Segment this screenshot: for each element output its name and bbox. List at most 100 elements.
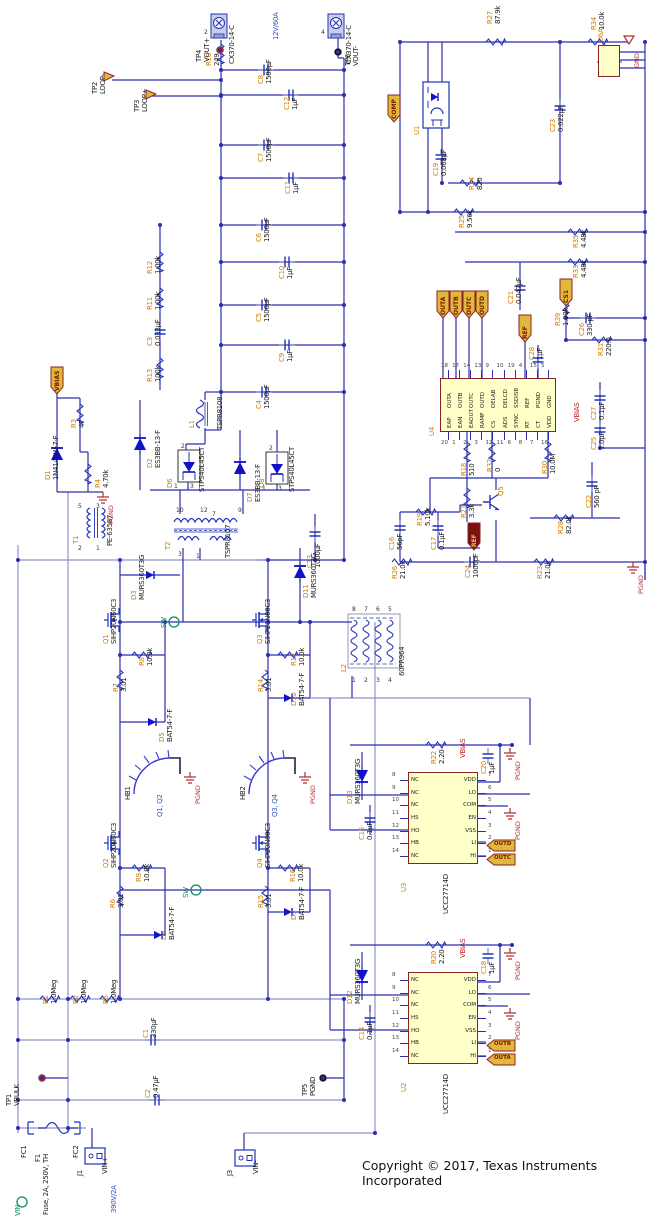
u6a-ref: U6A (597, 28, 605, 42)
u3-body-pin-EN-4: 4 (488, 810, 492, 816)
u2-body-pin-NC-8: 8 (392, 972, 396, 978)
u3-outd-flag[interactable]: OUTD (486, 837, 516, 856)
pgnd-u3-1-symbol[interactable] (503, 747, 517, 760)
outa-flag[interactable]: OUTA (436, 290, 450, 324)
u2-outb-flag-text: OUTB (494, 1040, 512, 1047)
c7-value: 1500µF (265, 137, 273, 163)
bigdiode-symbol[interactable] (233, 457, 247, 479)
c19-ref: C19 (432, 163, 440, 176)
r35-value: 4.48k (580, 229, 588, 248)
pgnd-hb1-symbol[interactable] (183, 771, 197, 784)
pgnd-u3-2-symbol[interactable] (503, 807, 517, 820)
tp2-flag[interactable] (103, 68, 116, 87)
l2-symbol[interactable] (347, 613, 401, 669)
net-sw1-label: SW (160, 617, 168, 628)
u4-ref: U4 (428, 427, 436, 436)
c8-value: 1500µF (265, 59, 273, 85)
u2-outa-flag[interactable]: OUTA (486, 1051, 516, 1070)
u4-body[interactable] (440, 378, 556, 432)
vbias-flag[interactable]: VBIAS (50, 366, 64, 400)
pin-stub (400, 805, 408, 807)
post-symbol[interactable] (327, 13, 345, 39)
u6a-body[interactable] (598, 45, 620, 77)
outc-flag-text: OUTC (465, 296, 473, 315)
r24-ref: R24 (468, 177, 476, 190)
pgnd-ctl-symbol[interactable] (626, 561, 640, 574)
vin-node[interactable] (16, 1196, 28, 1208)
junction-dot (16, 558, 20, 562)
r32-value: 0 (494, 467, 502, 472)
coil-symbol[interactable] (195, 399, 209, 429)
npn-symbol[interactable] (482, 493, 500, 511)
fc1-ref: FC1 (20, 1145, 28, 1158)
pgnd-u2-1-symbol[interactable] (503, 947, 517, 960)
pgnd-hb2-symbol[interactable] (298, 771, 312, 784)
u2-outb-flag[interactable]: OUTB (486, 1037, 516, 1056)
u2-body-pinlabel: LO (468, 989, 476, 996)
hs-symbol[interactable] (128, 749, 181, 795)
cs1-flag[interactable]: CS1 (559, 278, 573, 312)
c14-value: 0.1µF (366, 1021, 374, 1040)
u4-body-pinlabel: REF (524, 397, 531, 408)
outd-flag[interactable]: OUTD (475, 290, 489, 324)
xfmr-symbol[interactable] (86, 507, 106, 539)
u4-body-pin-RT: 8 (518, 440, 523, 446)
post-symbol[interactable] (210, 13, 228, 39)
sbox-symbol[interactable] (265, 451, 289, 485)
net-vbias3-value: VBIAS (459, 738, 467, 758)
junction-dot (342, 260, 346, 264)
outb-flag[interactable]: OUTB (449, 290, 463, 324)
gnd-top-label: GND (633, 53, 641, 68)
r13-ref: R13 (146, 369, 154, 382)
pgnd-t1-symbol[interactable] (96, 491, 110, 504)
fuse-symbol[interactable] (37, 1121, 79, 1135)
c3-ref: C3 (146, 337, 154, 346)
sw2-node[interactable] (190, 884, 202, 896)
u3-body-pinlabel: HB (411, 840, 419, 847)
pin-stub (536, 432, 538, 440)
u4-body-pinlabel: OUTB (458, 392, 465, 409)
junction-dot (498, 943, 502, 947)
u2-body-pin-LO-6: 6 (488, 984, 492, 991)
pgnd-u2-2-symbol[interactable] (503, 1007, 517, 1020)
outc-flag[interactable]: OUTC (462, 290, 476, 324)
ref-flag[interactable]: REF (518, 314, 532, 348)
u3-body-pinlabel: NC (411, 777, 419, 783)
c10-value: 1µF (286, 266, 294, 279)
u3-body[interactable] (408, 772, 478, 864)
opto-symbol[interactable] (422, 81, 450, 129)
r25-ref: R25 (458, 215, 466, 228)
u4-body-pin-DELAB: 9 (485, 363, 489, 369)
junction-dot (219, 143, 223, 147)
t2-ref: T2 (164, 541, 172, 550)
c7-ref: C7 (257, 153, 265, 162)
junction-dot (16, 1098, 20, 1102)
c22-value: 560 pF (593, 485, 601, 508)
u4-body-pinlabel: EAOUT (469, 409, 476, 428)
hs-symbol[interactable] (243, 749, 296, 795)
copyright-text: Copyright © 2017, Texas Instruments Inco… (362, 1158, 598, 1188)
comp-flag[interactable]: COMP (387, 94, 401, 128)
sbox-symbol[interactable] (177, 449, 201, 483)
r6-ref: R6 (109, 899, 117, 908)
u2-body[interactable] (408, 972, 478, 1064)
sw1-node[interactable] (168, 616, 180, 628)
pin-stub (503, 370, 505, 378)
u3-outc-flag[interactable]: OUTC (486, 851, 516, 870)
junction-dot (219, 303, 223, 307)
c9-value: 1µF (286, 349, 294, 362)
net-vin-label: VIN (14, 1205, 22, 1216)
bigdiode-symbol[interactable] (133, 433, 147, 455)
j3-ref: J3 (226, 1170, 234, 1176)
ref2-flag[interactable]: REF (467, 522, 481, 556)
tp3-flag[interactable] (145, 86, 158, 105)
gnd-top-symbol[interactable] (623, 35, 635, 45)
